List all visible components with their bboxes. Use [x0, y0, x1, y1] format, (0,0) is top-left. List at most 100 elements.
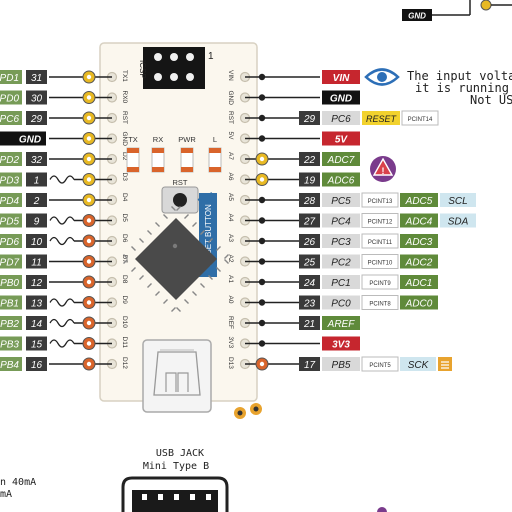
left-port-tag	[0, 275, 22, 289]
right-port-tag	[322, 193, 360, 207]
header-label-left: GND	[121, 132, 128, 147]
pin-dot	[258, 73, 266, 81]
right-port-tag	[322, 234, 360, 248]
header-label-left: D3	[121, 173, 128, 182]
left-pin-number: 15	[31, 340, 43, 351]
chip-leg	[147, 283, 152, 288]
reset-switch-cap	[173, 193, 187, 207]
right-pin-number-tag	[299, 172, 320, 187]
header-label-left: D10	[121, 316, 128, 328]
chip-leg	[176, 206, 181, 211]
left-pin-number-tag	[26, 111, 47, 125]
pin-dot	[258, 278, 266, 286]
chip-leg	[192, 222, 197, 227]
left-port-tag	[0, 336, 22, 351]
rst-label: RST	[173, 178, 188, 187]
note-line-3: Not US	[470, 93, 512, 107]
right-power-label: 3V3	[332, 340, 350, 351]
left-pin-number: 31	[31, 73, 42, 84]
pin-dot	[258, 94, 266, 101]
led-label: L	[213, 135, 217, 144]
right-power-tag	[322, 90, 360, 105]
left-port-tag	[0, 111, 22, 125]
chip-leg	[208, 238, 213, 243]
led-cap-bottom	[209, 167, 221, 172]
left-pin-number: 1	[34, 176, 40, 187]
pin-dot-center	[86, 95, 92, 100]
chip-leg	[163, 299, 168, 304]
left-port-tag	[0, 90, 22, 105]
right-power-label: GND	[330, 94, 352, 105]
right-pin-number-tag	[299, 275, 320, 289]
icsp-pin1-label: 1	[208, 51, 214, 62]
board-logo-icon	[234, 403, 262, 419]
right-port-name: PC6	[331, 114, 351, 125]
chip-leg	[224, 259, 229, 264]
header-label-right: VIN	[227, 70, 234, 81]
led-cap-top	[181, 148, 193, 153]
right-port-tag	[322, 172, 360, 187]
chip-leg	[200, 283, 205, 288]
adc-function-tag	[400, 275, 438, 289]
adc-function-label: ADC4	[405, 217, 433, 228]
chip-leg	[147, 230, 152, 235]
right-port-name: PC1	[331, 278, 350, 289]
led-cap-bottom	[152, 167, 164, 172]
left-pin-number-tag	[26, 357, 47, 371]
pcint-tag	[361, 233, 399, 249]
top-gnd-text: GND	[408, 12, 426, 21]
adc-function-label: ADC3	[405, 237, 433, 248]
chip-leg	[139, 275, 144, 280]
header-label-right: 5V	[227, 132, 234, 141]
bottom-left-line-1: n 40mA	[0, 477, 36, 488]
left-port-tag	[0, 234, 22, 248]
right-port-name: ADC7	[327, 155, 355, 166]
top-pin-dot	[480, 0, 492, 11]
left-pin-number-tag	[26, 254, 47, 269]
spi-function-tag	[400, 357, 436, 371]
left-pin-number: 29	[30, 114, 43, 125]
header-label-right: GND	[227, 91, 234, 106]
left-port-tag	[0, 152, 22, 166]
led-cap-top	[127, 148, 139, 153]
pcint-label: PCINT13	[368, 199, 393, 205]
left-pin-number-tag	[26, 70, 47, 84]
chip-leg	[192, 291, 197, 296]
right-port-tag	[322, 357, 360, 371]
left-pin-number-tag	[26, 336, 47, 351]
chip-leg	[224, 254, 229, 259]
pcint-label: PCINT11	[368, 240, 393, 246]
header-label-left: RX0	[121, 91, 128, 104]
pcint-label: PCINT10	[368, 261, 393, 267]
chip-leg	[155, 222, 160, 227]
chip-leg	[123, 259, 128, 264]
right-port-tag	[322, 295, 360, 310]
left-pin-name: PD7	[0, 258, 19, 269]
header-label-right: A5	[227, 193, 234, 201]
board-usb-connector	[142, 339, 212, 413]
sck-extra-icon-lines	[441, 361, 449, 369]
pin-dot-center	[259, 156, 265, 162]
left-pin-number: 10	[31, 237, 43, 248]
i2c-function-label: SDA	[448, 217, 469, 228]
left-pin-number: 16	[31, 360, 43, 371]
led-cap-top	[209, 148, 221, 153]
right-pin-number-tag	[299, 234, 320, 248]
chip-leg	[184, 214, 189, 219]
chip-leg	[208, 275, 213, 280]
pin-dot-center	[86, 361, 92, 367]
pin-dot-center	[259, 177, 265, 182]
pin-dot	[258, 217, 266, 224]
right-port-tag	[322, 152, 360, 166]
usb-jack-title: USB JACK	[156, 448, 204, 459]
header-label-left: D2	[121, 152, 128, 161]
chip-leg	[155, 291, 160, 296]
left-port-tag	[0, 316, 22, 330]
top-gnd-label	[402, 9, 432, 21]
right-pin-number-tag	[299, 152, 320, 166]
svg-text:!: !	[382, 166, 385, 176]
header-label-left: D12	[121, 357, 128, 369]
left-pin-number-tag	[26, 213, 47, 228]
left-pin-number-tag	[26, 295, 47, 310]
